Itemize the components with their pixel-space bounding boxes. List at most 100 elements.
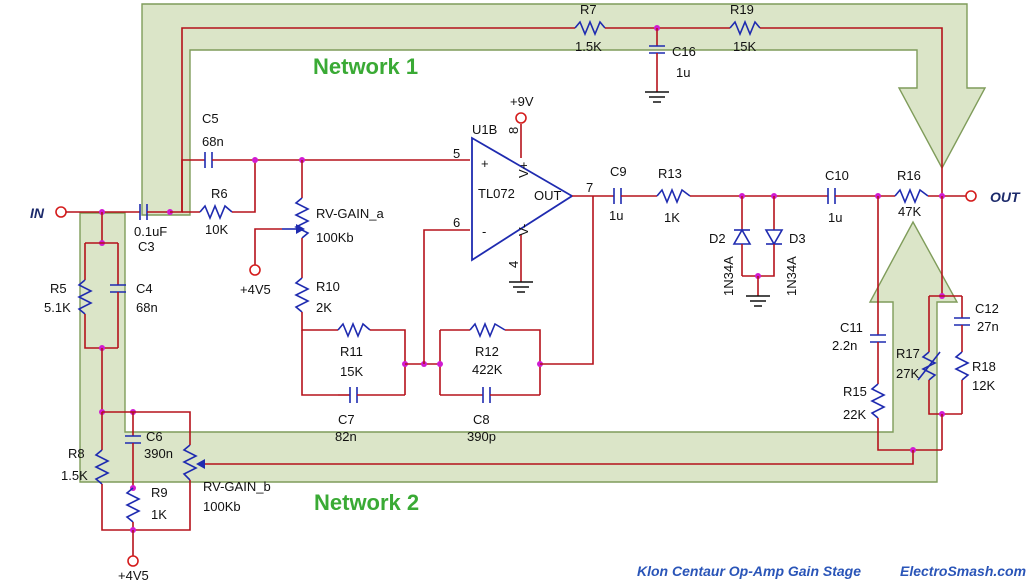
network-1-label: Network 1	[313, 54, 418, 79]
r12-resistor	[469, 321, 506, 339]
ground-icon	[645, 91, 669, 103]
v9-label: +9V	[510, 94, 534, 109]
opamp-minus-sign: -	[482, 224, 486, 239]
rv-gain-b-pot	[182, 444, 198, 481]
r19-value: 15K	[733, 39, 756, 54]
opamp-vplus-label: V+	[516, 162, 531, 178]
ground-icon	[509, 281, 533, 293]
opamp-triangle	[471, 136, 574, 262]
input-terminal	[55, 206, 67, 218]
c5-label: C5	[202, 111, 219, 126]
r6-label: R6	[211, 186, 228, 201]
r6-resistor	[199, 203, 233, 221]
network-1-band	[141, 3, 987, 216]
c8-label: C8	[473, 412, 490, 427]
v9-terminal	[515, 112, 527, 124]
c12-value: 27n	[977, 319, 999, 334]
c9-capacitor	[613, 188, 622, 204]
r9-value: 1K	[151, 507, 167, 522]
r13-resistor	[656, 187, 691, 205]
r10-value: 2K	[316, 300, 332, 315]
r12-value: 422K	[472, 362, 503, 377]
r6-value: 10K	[205, 222, 228, 237]
ground-icon	[746, 295, 770, 307]
r8-value: 1.5K	[61, 468, 88, 483]
r13-label: R13	[658, 166, 682, 181]
c9-label: C9	[610, 164, 627, 179]
r16-label: R16	[897, 168, 921, 183]
network-2-label: Network 2	[314, 490, 419, 515]
d2-type: 1N34A	[721, 256, 736, 296]
c7-capacitor	[349, 387, 358, 403]
r11-label: R11	[340, 344, 363, 359]
r7-value: 1.5K	[575, 39, 602, 54]
r15-resistor	[870, 383, 886, 419]
c4-value: 68n	[136, 300, 158, 315]
d3-label: D3	[789, 231, 806, 246]
pin5-label: 5	[453, 146, 460, 161]
c9-value: 1u	[609, 208, 623, 223]
c10-label: C10	[825, 168, 849, 183]
r13-value: 1K	[664, 210, 680, 225]
r8-label: R8	[68, 446, 85, 461]
opamp-plus-sign: +	[481, 156, 489, 171]
rv-gain-a-value: 100Kb	[316, 230, 354, 245]
c6-value: 390n	[144, 446, 173, 461]
c10-value: 1u	[828, 210, 842, 225]
network-2-band	[79, 212, 959, 483]
d2-diode	[732, 228, 752, 245]
r18-resistor	[954, 351, 970, 381]
rv-gain-b-value: 100Kb	[203, 499, 241, 514]
r18-label: R18	[972, 359, 996, 374]
d3-type: 1N34A	[784, 256, 799, 296]
r18-value: 12K	[972, 378, 995, 393]
c8-value: 390p	[467, 429, 496, 444]
r7-resistor	[574, 19, 606, 37]
wiper-arrow-icon	[196, 459, 205, 469]
tl072-label: TL072	[478, 186, 515, 201]
rv-gain-a-pot	[294, 197, 310, 239]
r9-resistor	[125, 487, 141, 523]
r9-label: R9	[151, 485, 168, 500]
r17-value: 27K	[896, 366, 919, 381]
c6-label: C6	[146, 429, 163, 444]
rv-gain-b-label: RV-GAIN_b	[203, 479, 271, 494]
footer-title: Klon Centaur Op-Amp Gain Stage	[637, 563, 861, 579]
pin8-label: 8	[506, 127, 521, 134]
c7-label: C7	[338, 412, 355, 427]
r16-value: 47K	[898, 204, 921, 219]
pin6-label: 6	[453, 215, 460, 230]
c5-capacitor	[204, 152, 213, 168]
pin7-label: 7	[586, 180, 593, 195]
opamp-vminus-label: V-	[516, 224, 531, 236]
c11-label: C11	[840, 320, 863, 335]
c16-value: 1u	[676, 65, 690, 80]
r19-resistor	[729, 19, 761, 37]
c5-value: 68n	[202, 134, 224, 149]
input-label: IN	[30, 205, 45, 221]
r16-resistor	[894, 187, 929, 205]
output-terminal	[965, 190, 977, 202]
r10-label: R10	[316, 279, 340, 294]
output-label: OUT	[990, 189, 1021, 205]
r11-value: 15K	[340, 364, 363, 379]
v45-terminal-top	[249, 264, 261, 276]
c4-label: C4	[136, 281, 153, 296]
c12-label: C12	[975, 301, 999, 316]
footer-brand: ElectroSmash.com	[900, 563, 1026, 579]
wiper-arrow-icon	[296, 224, 305, 234]
r7-label: R7	[580, 2, 597, 17]
c16-label: C16	[672, 44, 696, 59]
r8-resistor	[94, 449, 110, 485]
r5-value: 5.1K	[44, 300, 71, 315]
r11-resistor	[337, 321, 371, 339]
v45-terminal-bottom	[127, 555, 139, 567]
opamp-out-label: OUT	[534, 188, 562, 203]
c10-capacitor	[827, 188, 836, 204]
pin4-label: 4	[506, 261, 521, 268]
r15-value: 22K	[843, 407, 866, 422]
c3-label: C3	[138, 239, 155, 254]
r5-resistor	[77, 279, 93, 315]
